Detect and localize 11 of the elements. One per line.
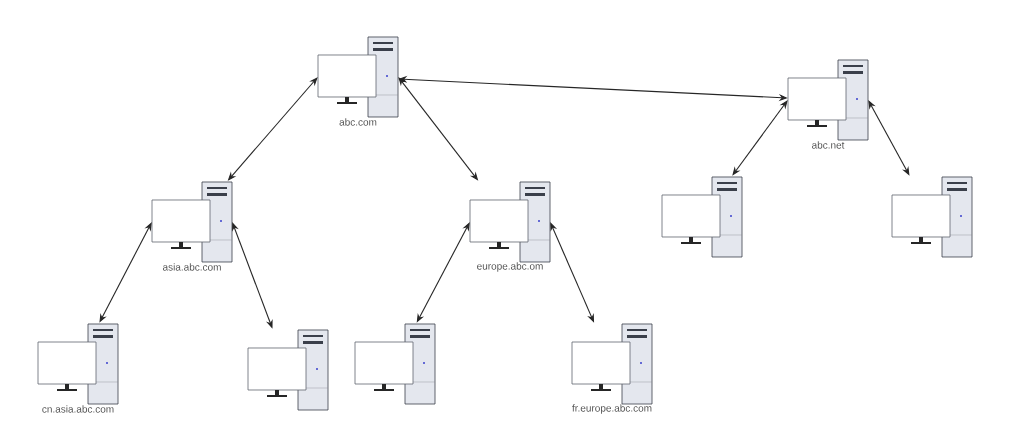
node-label: fr.europe.abc.com (572, 404, 652, 414)
node-label: abc.net (812, 141, 845, 149)
computer-drawing (354, 323, 436, 405)
node-label: abc.com (339, 118, 377, 126)
computer-drawing (661, 176, 743, 258)
arrow (732, 100, 788, 176)
node-label: asia.abc.com (162, 263, 221, 271)
computer-drawing (247, 329, 329, 411)
computer-drawing (891, 176, 973, 258)
node-label: europe.abc.om (477, 262, 543, 272)
node-label: cn.asia.abc.com (42, 405, 114, 413)
